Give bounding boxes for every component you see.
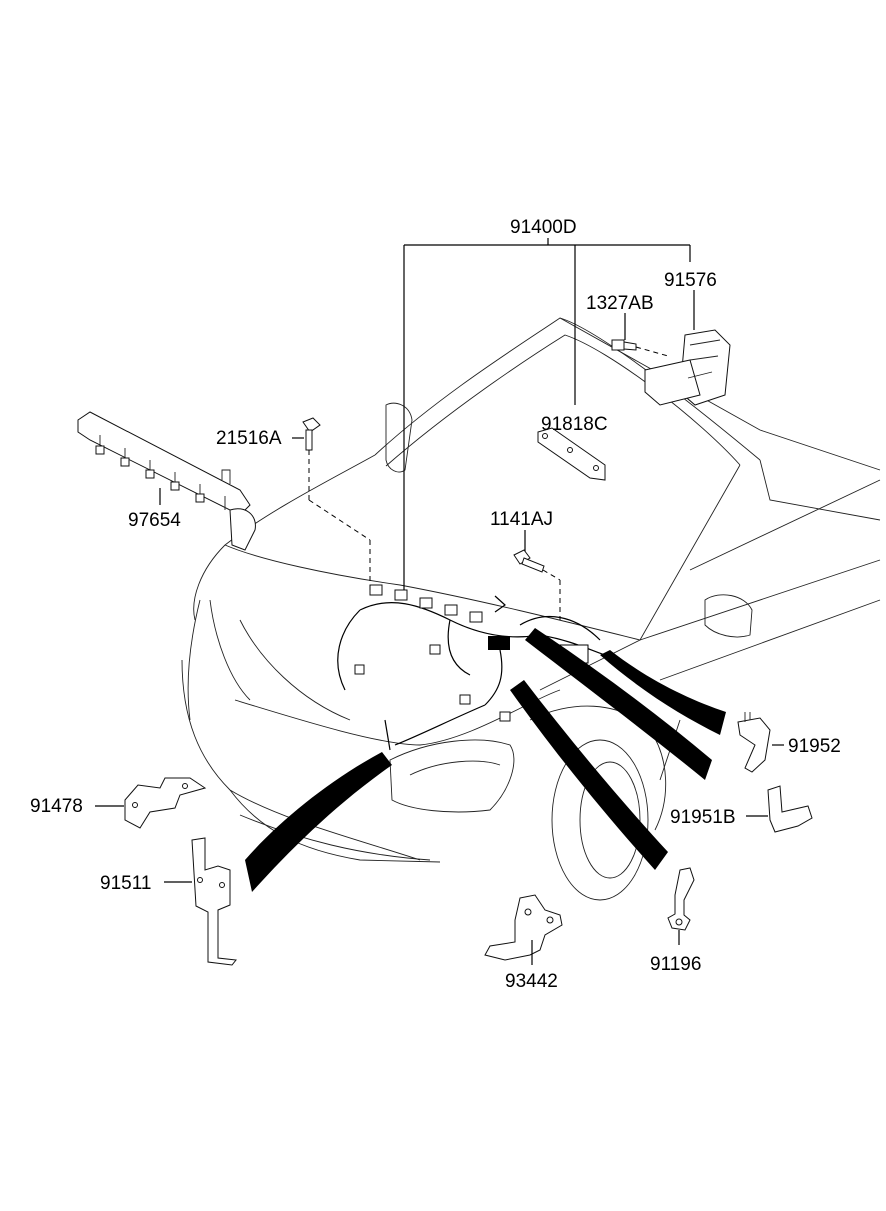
car-outline [181,317,881,901]
callout-bands [245,628,726,892]
label-97654: 97654 [128,510,181,531]
label-91196: 91196 [650,954,701,975]
bracket-93442 [484,894,563,965]
bolt-1327AB [611,313,669,357]
fuel-rail-97654 [77,411,256,551]
bracket-91951B [746,785,813,833]
band-to-91196 [510,680,668,870]
label-91400D: 91400D [510,217,577,238]
bracket-91196 [667,867,695,945]
label-1327AB: 1327AB [586,293,654,314]
band-to-91951B [525,628,712,780]
bracket-91818C [537,427,606,481]
bracket-91511 [164,837,237,966]
label-91818C: 91818C [541,414,608,435]
bolt-1141AJ [513,530,561,620]
bolt-21516A [292,417,371,590]
label-93442: 93442 [505,971,558,992]
band-to-91511 [245,752,392,892]
junction-box-91576 [644,290,731,406]
label-21516A: 21516A [216,428,282,449]
label-91478: 91478 [30,796,83,817]
label-1141AJ: 1141AJ [490,509,553,530]
label-91576: 91576 [664,270,717,291]
label-91952: 91952 [788,736,841,757]
bracket-91478 [95,777,207,829]
label-91511: 91511 [100,873,151,894]
harness-callout [403,238,691,590]
label-91951B: 91951B [670,807,736,828]
bracket-91952 [737,712,784,773]
band-to-91952 [600,650,726,735]
